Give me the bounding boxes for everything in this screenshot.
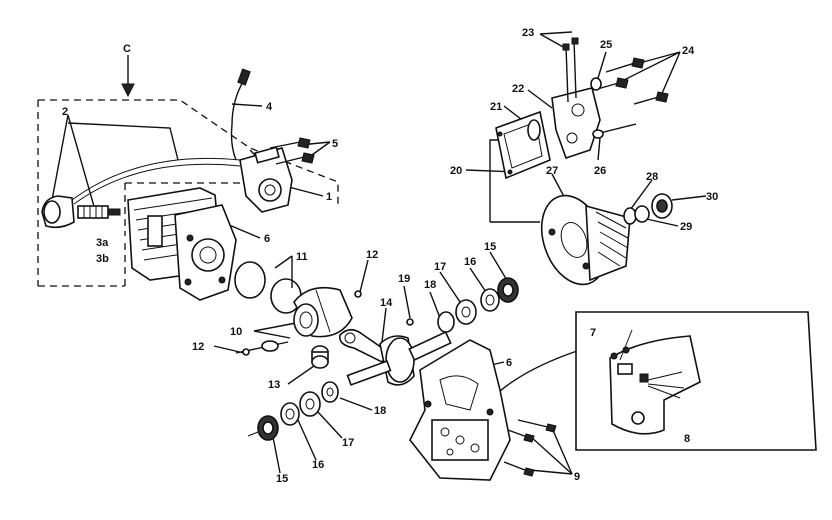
callout-9: 9 — [574, 471, 580, 483]
callout-29: 29 — [680, 221, 692, 233]
stud-26 — [592, 123, 637, 139]
callout-14: 14 — [380, 297, 393, 309]
flywheel — [540, 194, 631, 286]
callout-c: C — [123, 43, 131, 55]
upper-bearing-stack — [437, 277, 519, 333]
spark-plug-boot — [41, 195, 75, 229]
callout-3a: 3a — [96, 237, 109, 249]
cover-bracket — [551, 87, 601, 160]
washer-28 — [623, 207, 637, 225]
callout-24: 24 — [682, 45, 695, 57]
callout-13: 13 — [268, 379, 280, 391]
callout-15-lower: 15 — [276, 473, 288, 485]
piston — [293, 286, 353, 338]
ignition-wire — [71, 157, 241, 201]
nut-29 — [634, 205, 650, 223]
callout-27: 27 — [546, 165, 558, 177]
bracket-bolts — [593, 57, 669, 105]
callout-18-upper: 18 — [424, 279, 436, 291]
callout-30: 30 — [706, 191, 718, 203]
callout-17-upper: 17 — [434, 261, 446, 273]
callout-2: 2 — [62, 106, 68, 118]
callout-22: 22 — [512, 83, 524, 95]
piston-rings — [234, 261, 302, 314]
callout-labels: C 2 3a 3b 4 5 1 6 11 12 10 12 13 14 19 1… — [62, 27, 718, 485]
crankcase — [409, 339, 511, 481]
boss-21 — [527, 119, 541, 141]
callout-12-lower: 12 — [192, 341, 204, 353]
callout-4: 4 — [266, 101, 273, 113]
callout-26: 26 — [594, 165, 606, 177]
callout-5: 5 — [332, 138, 338, 150]
callout-11: 11 — [296, 251, 308, 263]
cover-gasket — [495, 110, 551, 180]
callout-8: 8 — [684, 433, 690, 445]
ignition-wire-edge — [73, 163, 241, 205]
needle-bearing — [311, 345, 329, 369]
callout-12-upper: 12 — [366, 249, 378, 261]
callout-19: 19 — [398, 273, 410, 285]
callout-28: 28 — [646, 171, 658, 183]
callout-7: 7 — [590, 327, 596, 339]
pin-retainer-upper — [354, 290, 362, 298]
starter-cup-30 — [651, 193, 673, 219]
bracket-screws — [562, 37, 579, 103]
detail-inset — [575, 311, 817, 451]
callout-17-lower: 17 — [342, 437, 354, 449]
intake-block — [174, 204, 237, 301]
callout-6-crankcase: 6 — [506, 357, 512, 369]
ground-wire — [230, 68, 251, 161]
spark-plug — [77, 205, 121, 219]
callout-18-lower: 18 — [374, 405, 386, 417]
callout-20: 20 — [450, 165, 462, 177]
callout-16-lower: 16 — [312, 459, 324, 471]
lower-bearing-stack — [247, 381, 339, 441]
callout-25: 25 — [600, 39, 612, 51]
callout-6-cylinder: 6 — [264, 233, 270, 245]
callout-15-upper: 15 — [484, 241, 496, 253]
callout-3b: 3b — [96, 253, 109, 265]
crankcase-screws — [503, 419, 557, 477]
callout-1: 1 — [326, 191, 332, 203]
module-screws — [269, 137, 315, 165]
crankshaft — [346, 318, 452, 386]
washer-25 — [590, 77, 602, 91]
callout-16-upper: 16 — [464, 256, 476, 268]
callout-10: 10 — [230, 326, 242, 338]
callout-21: 21 — [490, 101, 502, 113]
callout-23: 23 — [522, 27, 534, 39]
group-c-dashed-outline — [37, 99, 339, 287]
ignition-module — [239, 146, 293, 213]
wrist-pin — [235, 340, 289, 356]
